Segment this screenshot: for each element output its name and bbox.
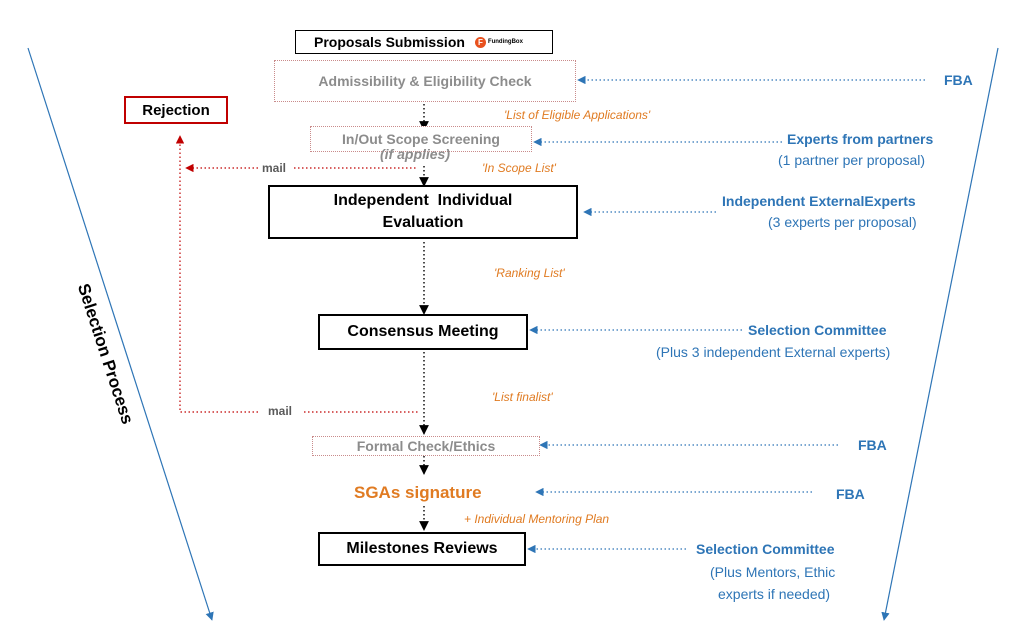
admissibility-check-label: Admissibility & Eligibility Check <box>318 73 532 89</box>
independent-evaluation-line1: Independent Individual <box>333 192 513 209</box>
formal-check-box: Formal Check/Ethics <box>312 436 540 456</box>
selection-committee-title-1: Selection Committee <box>748 322 887 338</box>
sgas-signature-label: SGAs signature <box>354 483 482 502</box>
milestones-reviews-label: Milestones Reviews <box>346 540 498 557</box>
fundingbox-logo: F FundingBox <box>474 36 523 48</box>
scope-screening-box: In/Out Scope Screening <box>310 126 532 152</box>
selection-committee-title-2: Selection Committee <box>696 541 835 557</box>
admissibility-check-box: Admissibility & Eligibility Check <box>274 60 576 102</box>
independent-evaluation-box: Independent Individual Evaluation <box>268 185 578 239</box>
fba-label-1: FBA <box>944 72 973 88</box>
scope-screening-label: In/Out Scope Screening <box>342 131 500 147</box>
selection-committee-note-2-line2: experts if needed) <box>718 586 831 602</box>
right-funnel-arrow <box>881 47 999 621</box>
rejection-line-bottom <box>175 135 258 413</box>
milestones-reviews-box: Milestones Reviews <box>318 532 526 566</box>
fundingbox-logo-icon: F <box>474 36 486 48</box>
proposals-submission-label: Proposals Submission <box>314 34 465 50</box>
mail-label-bottom: mail <box>268 404 293 418</box>
independent-evaluation-line2: Evaluation <box>382 214 464 231</box>
if-applies-label: (if applies) <box>380 146 451 162</box>
experts-partners-note: (1 partner per proposal) <box>778 152 926 168</box>
fundingbox-logo-text: FundingBox <box>487 39 523 45</box>
consensus-meeting-label: Consensus Meeting <box>347 323 499 340</box>
indep-experts-note: (3 experts per proposal) <box>768 214 917 230</box>
selection-committee-note-1: (Plus 3 independent External experts) <box>656 344 891 360</box>
ranking-list-label: 'Ranking List' <box>494 266 565 280</box>
list-eligible-label: 'List of Eligible Applications' <box>504 108 651 122</box>
left-funnel-arrow <box>27 47 214 621</box>
rejection-box: Rejection <box>124 96 228 124</box>
fba-label-3: FBA <box>836 486 865 502</box>
mentoring-plan-label: + Individual Mentoring Plan <box>464 512 610 526</box>
fba-label-2: FBA <box>858 437 887 453</box>
formal-check-label: Formal Check/Ethics <box>356 438 496 454</box>
list-finalist-label: 'List finalist' <box>492 390 553 404</box>
consensus-meeting-box: Consensus Meeting <box>318 314 528 350</box>
selection-committee-note-2-line1: (Plus Mentors, Ethic <box>710 564 836 580</box>
proposals-submission-box: Proposals Submission F FundingBox <box>295 30 553 54</box>
mail-label-top: mail <box>262 161 287 175</box>
rejection-label: Rejection <box>142 101 210 119</box>
in-scope-list-label: 'In Scope List' <box>482 161 556 175</box>
indep-experts-title: Independent ExternalExperts <box>722 193 916 209</box>
experts-partners-title: Experts from partners <box>787 131 934 147</box>
